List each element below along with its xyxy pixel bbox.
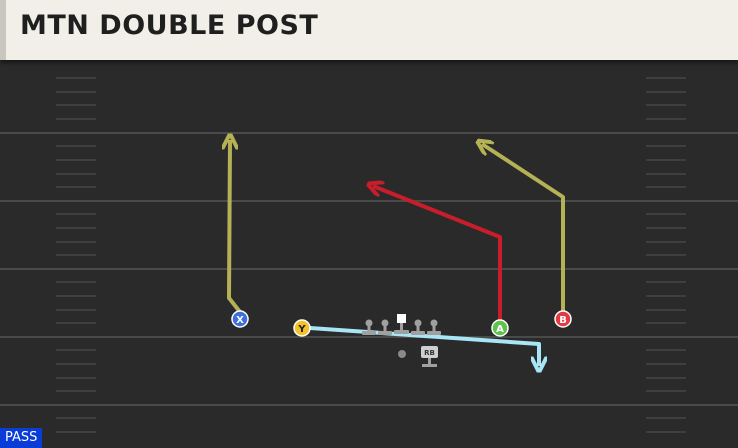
lineman-left-guard — [378, 319, 392, 335]
player-b-label: B — [559, 315, 567, 326]
route-a-post — [373, 186, 502, 320]
quarterback-marker — [398, 350, 406, 358]
route-x-go — [229, 140, 242, 314]
lineman-right-guard — [411, 319, 425, 335]
player-x-label: X — [236, 315, 244, 326]
play-title: MTN DOUBLE POST — [20, 10, 319, 41]
play-type-badge: PASS — [0, 428, 43, 448]
player-a[interactable]: A — [491, 319, 509, 337]
running-back-rb: RB — [421, 346, 438, 367]
lineman-left-tackle — [362, 319, 376, 335]
offensive-line — [362, 314, 441, 335]
lineman-center — [394, 314, 409, 334]
player-x[interactable]: X — [231, 310, 249, 328]
route-b-post — [482, 144, 565, 312]
player-a-label: A — [496, 324, 504, 335]
left-hash-marks — [56, 77, 96, 433]
player-y-label: Y — [297, 324, 306, 335]
player-b[interactable]: B — [554, 310, 572, 328]
rb-label: RB — [424, 349, 435, 357]
player-y[interactable]: Y — [293, 319, 311, 337]
lineman-right-tackle — [427, 319, 441, 335]
right-hash-marks — [646, 77, 686, 433]
play-header: MTN DOUBLE POST — [0, 0, 738, 60]
yard-lines — [0, 132, 738, 406]
